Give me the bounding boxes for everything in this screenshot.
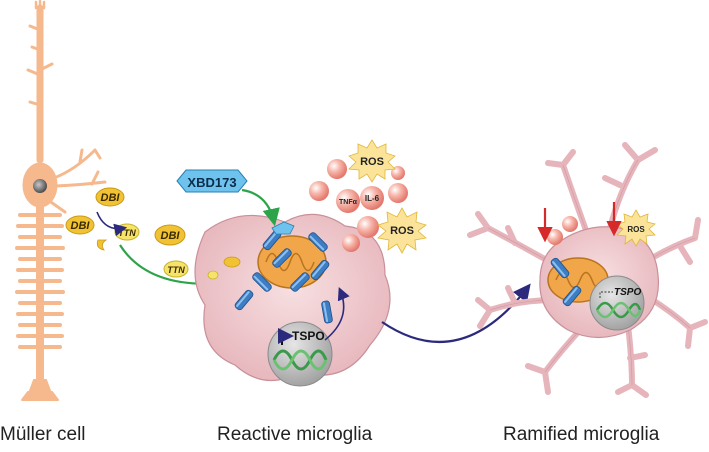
svg-text:XBD173: XBD173 xyxy=(187,175,236,190)
tspo-gene-label: TSPO xyxy=(292,329,325,343)
svg-text:DBI: DBI xyxy=(71,220,91,232)
cytokine-small xyxy=(547,229,563,245)
navy-arrow-transcription xyxy=(324,287,350,341)
svg-text:DBI: DBI xyxy=(161,230,181,242)
caption-reactive-microglia: Reactive microglia xyxy=(217,424,373,445)
dbi-bound xyxy=(207,270,219,280)
svg-text:ROS: ROS xyxy=(360,156,384,168)
reactive-nucleus: TSPO xyxy=(267,321,333,387)
tspo-gene-label-small: TSPO xyxy=(614,287,641,298)
caption-muller-cell: Müller cell xyxy=(0,424,86,445)
xbd173-bound-icon xyxy=(271,221,295,235)
svg-text:DBI: DBI xyxy=(101,192,121,204)
ttn-molecule: TTN xyxy=(114,223,140,241)
svg-text:ROS: ROS xyxy=(627,225,645,234)
svg-text:TTN: TTN xyxy=(118,228,136,238)
svg-text:TTN: TTN xyxy=(167,265,185,275)
dbi-bound xyxy=(223,256,241,268)
ramified-nucleus: TSPO xyxy=(589,275,645,331)
dbi-molecule: DBI xyxy=(95,187,125,207)
reactive-microglia-body xyxy=(194,213,391,382)
green-arrow-xbd173 xyxy=(241,188,280,227)
cytokine-cluster: TNFα IL-6 xyxy=(309,159,408,252)
dbi-molecule: DBI xyxy=(154,224,186,246)
svg-text:TNFα: TNFα xyxy=(339,199,358,206)
navy-arrow-dbi-to-ttn xyxy=(96,211,128,237)
transition-arrow xyxy=(381,283,531,343)
svg-text:IL-6: IL-6 xyxy=(365,194,380,203)
ttn-molecule: TTN xyxy=(163,260,189,278)
ros-burst: ROS xyxy=(377,207,427,254)
xbd173-badge: XBD173 xyxy=(176,169,248,193)
muller-cell xyxy=(15,0,107,401)
ros-burst: ROS xyxy=(348,139,396,183)
svg-text:ROS: ROS xyxy=(390,225,414,237)
ros-burst-small: ROS xyxy=(616,209,656,247)
cytokine-small xyxy=(562,216,578,232)
dbi-fragment xyxy=(96,239,108,251)
caption-ramified-microglia: Ramified microglia xyxy=(503,424,660,445)
muller-nucleus xyxy=(33,179,47,193)
dbi-molecule: DBI xyxy=(65,215,95,235)
